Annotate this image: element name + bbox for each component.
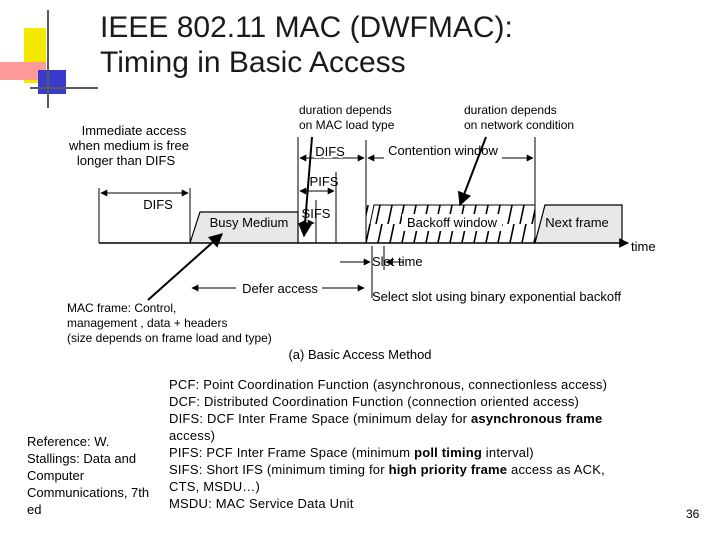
next-frame-shape: [534, 204, 623, 244]
definition-difs-cont: access): [169, 428, 216, 443]
contention-window-bg: [384, 143, 502, 159]
definition-dcf: DCF: Distributed Coordination Function (…: [169, 394, 580, 409]
difs-top-label-halo: DIFS: [315, 144, 345, 159]
select-slot-label: Select slot using binary exponential bac…: [372, 289, 621, 304]
definition-msdu: MSDU: MAC Service Data Unit: [169, 496, 354, 511]
definition-pcf: PCF: Point Coordination Function (asynch…: [169, 377, 608, 392]
definition-difs-text: DIFS: DCF Inter Frame Space (minimum del…: [169, 411, 471, 426]
next-frame-label: Next frame: [545, 215, 609, 230]
definition-sifs-text-2: access as ACK,: [507, 462, 605, 477]
definition-difs: DIFS: DCF Inter Frame Space (minimum del…: [169, 410, 639, 427]
backoff-window-label: Backoff window: [407, 215, 498, 230]
contention-window-label: Contention window: [388, 143, 498, 158]
definition-difs-bold: asynchronous frame: [470, 411, 603, 426]
annotation-duration-mac-line-1: duration depends: [299, 103, 392, 117]
defer-access-label-bg: [236, 281, 322, 296]
annotation-duration-network: duration depends on network condition: [464, 103, 574, 133]
pointer-arrow-mac-load: [298, 136, 313, 238]
annotation-duration-mac-line-2: on MAC load type: [299, 118, 395, 132]
definition-sifs-cont: CTS, MSDU…): [169, 479, 261, 494]
page-number: 36: [686, 507, 700, 521]
immediate-access-line-2: when medium is free: [68, 138, 189, 153]
sifs-label: SIFS: [302, 206, 331, 221]
definition-pifs: PIFS: PCF Inter Frame Space (minimum pol…: [169, 444, 639, 461]
time-axis-label: time: [631, 239, 656, 254]
pointer-arrow-mac-frame: [147, 233, 224, 301]
definition-pifs-text-2: interval): [481, 445, 534, 460]
slide-decoration: [0, 10, 98, 108]
deco-red-square: [0, 62, 46, 80]
definition-pifs-text-1: PIFS: PCF Inter Frame Space (minimum: [169, 445, 415, 460]
definition-sifs-text-1: SIFS: Short IFS (minimum timing for: [169, 462, 389, 477]
defer-access-label: Defer access: [242, 281, 318, 296]
annotation-mac-frame-line-2: management , data + headers: [67, 316, 228, 330]
title-line-2: Timing in Basic Access: [100, 46, 406, 79]
backoff-window-label-bg: [402, 214, 502, 231]
deco-blue-square: [38, 70, 66, 94]
reference-text: Reference: W. Stallings: Data and Comput…: [27, 434, 150, 517]
slide-title: IEEE 802.11 MAC (DWFMAC): Timing in Basi…: [100, 10, 513, 80]
annotation-mac-frame-line-1: MAC frame: Control,: [67, 301, 177, 315]
annotation-mac-frame: MAC frame: Control, management , data + …: [67, 301, 272, 346]
annotation-duration-mac: duration depends on MAC load type: [299, 103, 394, 133]
pifs-label: PIFS: [310, 174, 339, 189]
diagram-caption: (a) Basic Access Method: [288, 347, 431, 362]
busy-medium-label: Busy Medium: [210, 215, 289, 230]
difs-top-label: DIFS: [315, 144, 345, 159]
definitions-block: PCF: Point Coordination Function (asynch…: [169, 376, 639, 512]
title-line-1: IEEE 802.11 MAC (DWFMAC):: [100, 11, 513, 44]
definition-sifs: SIFS: Short IFS (minimum timing for high…: [169, 461, 639, 478]
immediate-access-line-3: longer than DIFS: [77, 153, 176, 168]
slot-time-label: Slot time: [372, 254, 423, 269]
definition-sifs-bold: high priority frame: [388, 462, 508, 477]
backoff-window-outline: [365, 204, 535, 244]
definition-pifs-bold: poll timing: [414, 445, 482, 460]
annotation-duration-net-line-2: on network condition: [464, 118, 575, 132]
immediate-access-line-1: Immediate access: [82, 123, 187, 138]
annotation-mac-frame-line-3: (size depends on frame load and type): [67, 331, 272, 345]
difs-left-label: DIFS: [143, 197, 173, 212]
pointer-arrow-network: [457, 136, 487, 207]
annotation-duration-net-line-1: duration depends: [464, 103, 557, 117]
